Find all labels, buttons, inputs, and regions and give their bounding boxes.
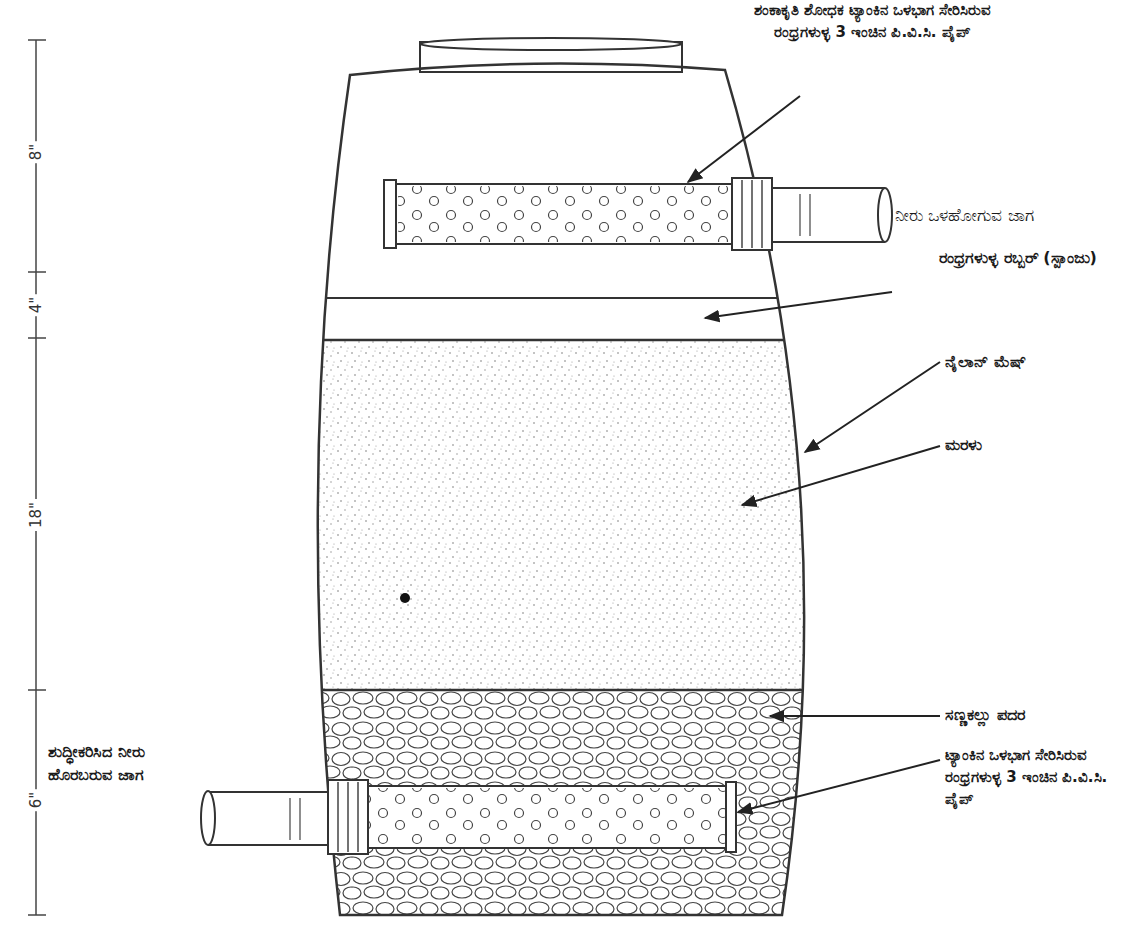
outlet-pipe [201, 780, 736, 854]
gravel-layer [280, 690, 860, 920]
dimension-line [28, 40, 46, 915]
dimension-value: 8" [27, 141, 45, 163]
dimension-value: 6" [27, 789, 45, 811]
sand-layer [280, 340, 860, 690]
mesh-label: ನೈಲಾನ್ ಮೆಷ್ [945, 350, 1135, 373]
dimension-value: 18" [27, 499, 45, 531]
gravel-label: ಸಣ್ಣಕಲ್ಲು ಪದರ [945, 703, 1140, 726]
inlet-label: ನೀರು ಒಳಹೋಗುವ ಜಾಗ [895, 203, 1135, 228]
leader-arrows [688, 96, 940, 812]
inlet-pipe [384, 178, 892, 250]
sand-label: ಮರಳು [945, 433, 1135, 456]
pipe-label: ಶಂಕಾಕೃತಿ ಶೋಧಕ ಟ್ಯಾಂಕಿನ ಒಳಭಾಗ ಸೇರಿಸಿರುವ ರ… [735, 0, 1010, 44]
sponge-label: ರಂಧ್ರಗಳುಳ್ಳ ರಬ್ಬರ್ (ಸ್ಪಾಂಜು) [898, 246, 1138, 269]
pipe-label: ಟ್ಯಾಂಕಿನ ಒಳಭಾಗ ಸೇರಿಸಿರುವ ರಂಧ್ರಗಳುಳ್ಳ 3 ಇ… [945, 745, 1120, 810]
dimension-value: 4" [27, 294, 45, 316]
outlet-label: ಶುದ್ಧೀಕರಿಸಿದ ನೀರು ಹೊರಬರುವ ಜಾಗ [48, 740, 198, 786]
tank-body [318, 64, 804, 915]
